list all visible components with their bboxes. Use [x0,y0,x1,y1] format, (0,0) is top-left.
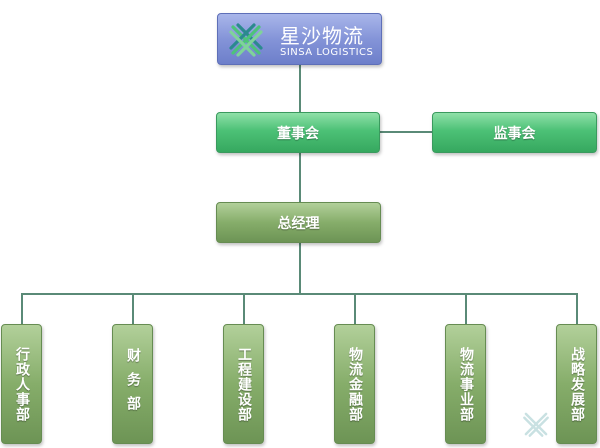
sinsa-logo-icon [229,23,263,57]
board-of-directors-node: 董事会 [216,112,380,153]
connector-logo-board [299,65,301,113]
connector-department-bus [21,293,577,295]
connector-dept-3 [243,293,245,324]
logo-english-name: SINSA LOGISTICS [280,47,374,58]
company-logo: 星沙物流 SINSA LOGISTICS [217,13,382,65]
department-logistics-finance: 物流金融部 [334,324,375,444]
department-logistics-business: 物流事业部 [445,324,486,444]
supervisory-board-node: 监事会 [432,112,597,153]
connector-dept-4 [354,293,356,324]
logo-chinese-name: 星沙物流 [280,24,364,48]
connector-dept-2 [132,293,134,324]
general-manager-node: 总经理 [216,202,381,243]
department-strategy: 战略发展部 [556,324,597,444]
watermark-logo-icon [523,412,549,437]
connector-board-gm [299,153,301,203]
department-engineering: 工程建设部 [223,324,264,444]
connector-dept-1 [21,293,23,324]
department-finance: 财务部 [112,324,153,444]
connector-board-supervisory [380,131,433,133]
connector-dept-6 [576,293,578,324]
connector-gm-bus [299,243,301,294]
connector-dept-5 [465,293,467,324]
department-admin-hr: 行政人事部 [1,324,42,444]
